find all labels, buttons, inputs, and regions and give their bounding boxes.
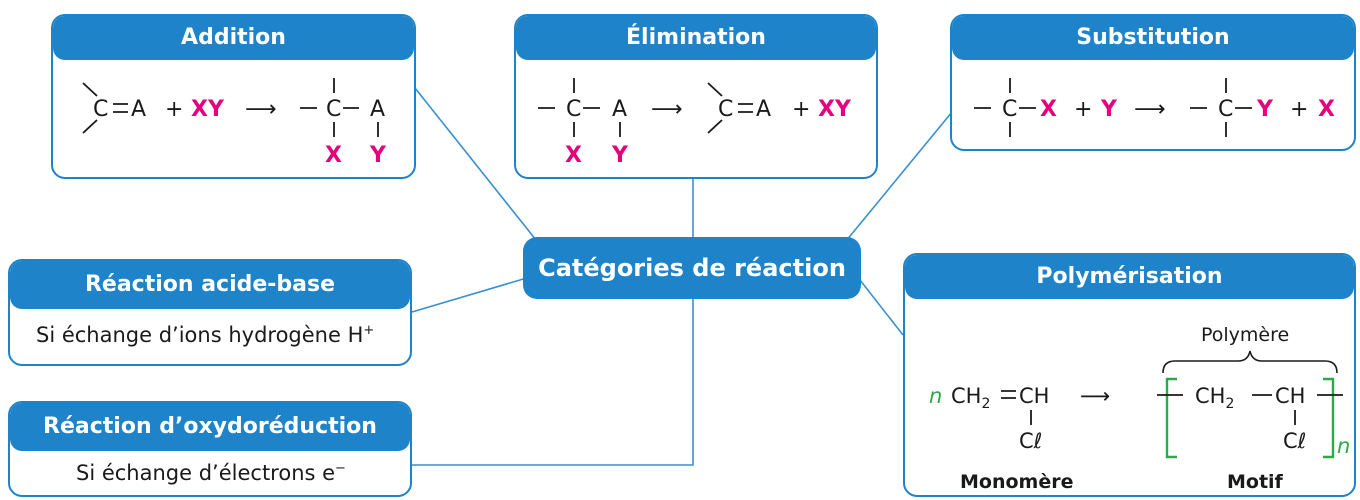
elimination-arrow: ⟶ bbox=[651, 97, 683, 122]
elimination-box: Élimination C A X Y ⟶ C A + XY bbox=[514, 14, 878, 179]
acid-base-description: Si échange d’ions hydrogène H bbox=[36, 323, 364, 347]
redox-title: Réaction d’oxydoréduction bbox=[10, 403, 410, 451]
monomer-label: Monomère bbox=[960, 471, 1073, 493]
monomer-cl: Cℓ bbox=[1019, 429, 1042, 453]
connector-substitution bbox=[845, 111, 953, 242]
substitution-plus1: + bbox=[1074, 97, 1092, 122]
substitution-y: Y bbox=[1100, 97, 1118, 122]
elimination-a2: A bbox=[756, 97, 771, 122]
polymerisation-arrow: ⟶ bbox=[1080, 384, 1110, 408]
addition-a: A bbox=[131, 97, 146, 122]
substitution-plus2: + bbox=[1290, 97, 1308, 122]
acid-base-title: Réaction acide-base bbox=[10, 261, 410, 309]
substitution-arrow: ⟶ bbox=[1134, 97, 1166, 122]
substitution-y2: Y bbox=[1256, 97, 1274, 122]
addition-y: Y bbox=[369, 143, 387, 168]
addition-equation: C A + XY ⟶ C A X Y bbox=[82, 78, 387, 168]
polymer-label: Polymère bbox=[1201, 324, 1289, 346]
acid-base-text: Si échange d’ions hydrogène H+ bbox=[36, 323, 374, 347]
redox-description: Si échange d’électrons e bbox=[76, 461, 336, 485]
substitution-c2: C bbox=[1218, 97, 1233, 122]
elimination-a: A bbox=[612, 97, 627, 122]
polymerisation-equation: n CH2 CH Cℓ ⟶ Polymère CH2 CH Cℓ n Monom… bbox=[929, 324, 1350, 493]
elimination-y: Y bbox=[611, 143, 629, 168]
addition-c: C bbox=[93, 97, 108, 122]
elimination-c2: C bbox=[718, 97, 733, 122]
addition-arrow: ⟶ bbox=[245, 97, 277, 122]
motif-label: Motif bbox=[1227, 471, 1284, 493]
monomer-ch2: CH2 bbox=[951, 384, 990, 412]
elimination-plus: + bbox=[792, 97, 810, 122]
substitution-x2: X bbox=[1318, 97, 1335, 122]
addition-box: Addition C A + XY ⟶ C A X Y bbox=[51, 14, 416, 179]
elimination-c: C bbox=[566, 97, 581, 122]
elimination-equation: C A X Y ⟶ C A + XY bbox=[538, 78, 852, 168]
substitution-title: Substitution bbox=[952, 16, 1354, 60]
substitution-box: Substitution C X + Y ⟶ C Y + X bbox=[950, 14, 1356, 151]
connector-redox bbox=[412, 299, 694, 466]
center-node: Catégories de réaction bbox=[523, 237, 861, 299]
motif-cl: Cℓ bbox=[1283, 429, 1306, 453]
elimination-x: X bbox=[565, 143, 582, 168]
addition-c2: C bbox=[326, 97, 341, 122]
substitution-c: C bbox=[1002, 97, 1017, 122]
substitution-x: X bbox=[1040, 97, 1057, 122]
addition-title: Addition bbox=[53, 16, 414, 60]
polymerisation-box: Polymérisation n CH2 CH Cℓ ⟶ Polymère bbox=[903, 253, 1356, 497]
addition-plus: + bbox=[165, 97, 183, 122]
redox-text: Si échange d’électrons e− bbox=[76, 461, 346, 485]
polymer-brackets bbox=[1165, 377, 1335, 459]
monomer-ch: CH bbox=[1019, 384, 1049, 408]
acid-base-superscript: + bbox=[363, 323, 375, 338]
connector-polymerisation bbox=[859, 279, 904, 336]
addition-x: X bbox=[325, 143, 342, 168]
acid-base-box: Réaction acide-base Si échange d’ions hy… bbox=[8, 259, 412, 366]
redox-box: Réaction d’oxydoréduction Si échange d’é… bbox=[8, 401, 412, 497]
polymerisation-title: Polymérisation bbox=[905, 255, 1354, 299]
monomer-n: n bbox=[929, 384, 942, 408]
connector-addition bbox=[414, 87, 541, 246]
addition-a2: A bbox=[370, 97, 385, 122]
elimination-xy: XY bbox=[818, 97, 852, 122]
motif-ch: CH bbox=[1275, 384, 1305, 408]
motif-ch2: CH2 bbox=[1195, 384, 1234, 412]
substitution-equation: C X + Y ⟶ C Y + X bbox=[974, 78, 1335, 137]
polymer-n: n bbox=[1337, 434, 1350, 458]
polymer-brace bbox=[1162, 350, 1338, 374]
center-label: Catégories de réaction bbox=[538, 254, 846, 282]
redox-superscript: − bbox=[335, 461, 346, 476]
addition-xy: XY bbox=[191, 97, 225, 122]
elimination-title: Élimination bbox=[516, 16, 876, 60]
connector-acid-base bbox=[411, 276, 531, 313]
